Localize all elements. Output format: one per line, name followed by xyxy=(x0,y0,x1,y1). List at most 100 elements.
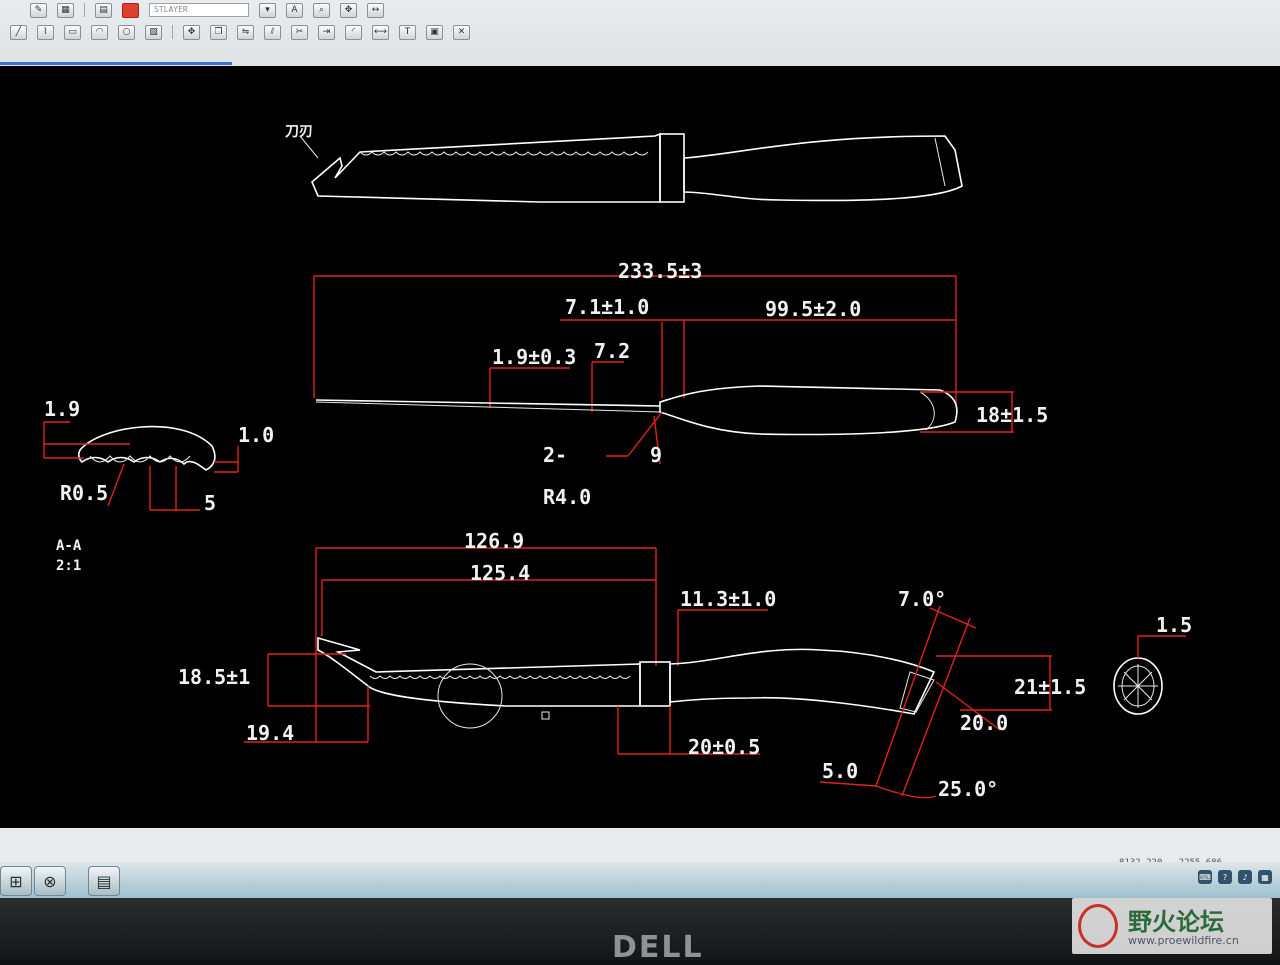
grid-icon[interactable]: ▦ xyxy=(57,2,74,18)
dim-angle-bottom: 25.0° xyxy=(938,777,998,801)
dim-blade-height: 18.5±1 xyxy=(178,665,250,689)
watermark-url: www.proewildfire.cn xyxy=(1128,934,1239,947)
bolster-outline xyxy=(659,133,685,203)
dimension-icon[interactable]: ⟷ xyxy=(372,24,389,40)
bolster-bottom-outline xyxy=(639,661,671,707)
watermark-title: 野火论坛 xyxy=(1128,908,1224,936)
blade-back-line xyxy=(315,401,661,413)
section-serration xyxy=(89,455,191,463)
color-icon[interactable] xyxy=(122,2,139,18)
rectangle-icon[interactable]: ▭ xyxy=(64,24,81,40)
leader-line xyxy=(299,135,319,159)
line-icon[interactable]: ╱ xyxy=(10,24,27,40)
dim-end-cap: 1.5 xyxy=(1156,613,1192,637)
system-tray: ⌨ ? ♪ ▦ xyxy=(1198,870,1280,890)
knife-bottom-view: 126.9 125.4 11.3±1.0 18.5±1 19. xyxy=(178,529,1192,801)
handle-cap-bottom xyxy=(899,671,935,713)
pan-icon[interactable]: ✥ xyxy=(340,2,357,18)
dim-handle-height: 18±1.5 xyxy=(976,403,1048,427)
dim-line xyxy=(875,605,941,787)
handle-end-curve xyxy=(919,391,935,431)
dim-line xyxy=(929,607,977,629)
hatch-icon[interactable]: ▧ xyxy=(145,24,162,40)
toolbar-row-1: ✎ ▦ ▤ STLAYER ▾ A ⌕ ✥ ↔ xyxy=(30,0,384,20)
status-bar: 8132.220, -2255.686 xyxy=(0,828,1280,868)
drawing-canvas[interactable]: 刀刃 233.5±3 7.1±1.0 99.5±2.0 xyxy=(0,66,1280,828)
dim-handle-length: 99.5±2.0 xyxy=(765,297,861,321)
dim-section-radius: R0.5 xyxy=(60,481,108,505)
handle-outline xyxy=(683,135,963,202)
detail-marker xyxy=(541,711,550,720)
dim-section-width: 1.9 xyxy=(44,397,80,421)
dim-fillet-count: 2- xyxy=(543,443,567,467)
app-explorer-icon[interactable]: ▤ xyxy=(88,866,120,896)
dim-angle-top: 7.0° xyxy=(898,587,946,611)
dim-line xyxy=(653,415,661,465)
zoom-icon[interactable]: ⌕ xyxy=(313,2,330,18)
detail-circle xyxy=(437,663,503,729)
dim-tip-thickness: 1.9±0.3 xyxy=(492,345,576,369)
leader-line xyxy=(627,411,663,457)
dim-line xyxy=(901,617,971,797)
volume-icon[interactable]: ♪ xyxy=(1238,870,1252,884)
dim-end-length: 20.0 xyxy=(960,711,1008,735)
text-style-icon[interactable]: A xyxy=(286,2,303,18)
dim-blade-total: 126.9 xyxy=(464,529,524,553)
dim-fillet-radius: R4.0 xyxy=(543,485,591,509)
handle-cap-line xyxy=(934,137,946,187)
polyline-icon[interactable]: ⌇ xyxy=(37,24,54,40)
keyboard-icon[interactable]: ⌨ xyxy=(1198,870,1212,884)
watermark: 野火论坛 www.proewildfire.cn xyxy=(1072,898,1272,954)
trim-icon[interactable]: ✂ xyxy=(291,24,308,40)
pointer-icon[interactable]: ✎ xyxy=(30,2,47,18)
copy-icon[interactable]: ❐ xyxy=(210,24,227,40)
font-select[interactable]: STLAYER xyxy=(149,3,249,17)
blade-serration xyxy=(359,151,649,156)
text-icon[interactable]: T xyxy=(399,24,416,40)
blade-edge-line xyxy=(315,399,661,407)
dim-section-pitch: 5 xyxy=(204,491,216,515)
dropdown-icon[interactable]: ▾ xyxy=(259,2,276,18)
measure-icon[interactable]: ↔ xyxy=(367,2,384,18)
network-icon[interactable]: ▦ xyxy=(1258,870,1272,884)
block-icon[interactable]: ▣ xyxy=(426,24,443,40)
angle-arc xyxy=(875,785,937,799)
blade-bottom-serration xyxy=(369,675,631,679)
dim-guard-width: 11.3±1.0 xyxy=(680,587,776,611)
mirror-icon[interactable]: ⇋ xyxy=(237,24,254,40)
knife-top-view: 刀刃 xyxy=(285,124,963,203)
dim-end-chamfer: 5.0 xyxy=(822,759,858,783)
dim-guard-offset: 7.2 xyxy=(594,339,630,363)
extend-icon[interactable]: ⇥ xyxy=(318,24,335,40)
dim-fillet-value: 9 xyxy=(650,443,662,467)
handle-bottom-outline xyxy=(669,648,936,715)
separator xyxy=(84,3,85,17)
cad-toolbar: ✎ ▦ ▤ STLAYER ▾ A ⌕ ✥ ↔ ╱ ⌇ ▭ ◠ ○ ▧ ✥ ❐ … xyxy=(0,0,1280,66)
blade-label: 刀刃 xyxy=(285,124,313,140)
erase-icon[interactable]: ✕ xyxy=(453,24,470,40)
app-autocad-icon[interactable]: ⊗ xyxy=(34,866,66,896)
circle-icon[interactable]: ○ xyxy=(118,24,135,40)
fillet-icon[interactable]: ◜ xyxy=(345,24,362,40)
blade-bottom-outline xyxy=(317,636,641,707)
arc-icon[interactable]: ◠ xyxy=(91,24,108,40)
dim-bolster: 20±0.5 xyxy=(688,735,760,759)
move-icon[interactable]: ✥ xyxy=(183,24,200,40)
dim-tip-offset: 19.4 xyxy=(246,721,294,745)
dim-blade-edge: 125.4 xyxy=(470,561,530,585)
dim-end-height: 21±1.5 xyxy=(1014,675,1086,699)
cad-drawing: 刀刃 233.5±3 7.1±1.0 99.5±2.0 xyxy=(43,124,1192,801)
dim-overall-length: 233.5±3 xyxy=(618,259,702,283)
offset-icon[interactable]: ⫽ xyxy=(264,24,281,40)
section-label: A-A xyxy=(56,538,82,554)
section-outline xyxy=(77,425,216,471)
dim-line xyxy=(935,681,1001,731)
layer-icon[interactable]: ▤ xyxy=(95,2,112,18)
start-button-icon[interactable]: ⊞ xyxy=(0,866,32,896)
section-view: 1.9 1.0 R0.5 5 A-A 2:1 xyxy=(43,397,274,574)
help-icon[interactable]: ? xyxy=(1218,870,1232,884)
active-tab-indicator xyxy=(0,62,232,65)
knife-side-view: 233.5±3 7.1±1.0 99.5±2.0 1.9±0.3 7.2 18±… xyxy=(313,259,1048,509)
brand-logo: DELL xyxy=(612,930,704,965)
blade-outline xyxy=(311,132,661,203)
